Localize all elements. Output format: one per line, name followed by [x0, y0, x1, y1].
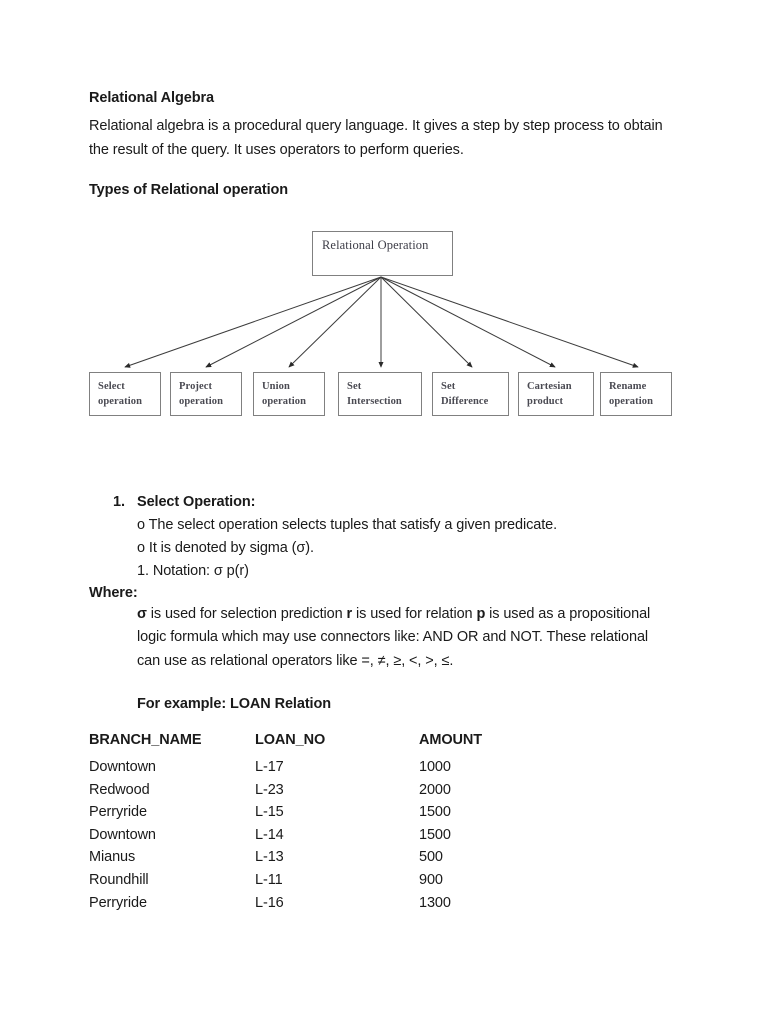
list-marker: 1.	[113, 493, 125, 510]
list-item: 1. Select Operation:	[89, 491, 669, 514]
where-text-1: is used for selection prediction	[146, 605, 347, 622]
cell-branch-name: Roundhill	[89, 872, 149, 889]
cell-branch-name: Perryride	[89, 804, 147, 821]
where-label: Where:	[89, 584, 138, 601]
table-row: Downtown L-14 1500	[89, 824, 569, 847]
table-row: Roundhill L-11 900	[89, 869, 569, 892]
table-row: Perryride L-15 1500	[89, 801, 569, 824]
where-text-3: is used as a propositional logic formula…	[137, 605, 651, 669]
cell-loan-no: L-15	[255, 804, 284, 821]
cell-amount: 2000	[419, 781, 451, 798]
node-line-2: operation	[179, 395, 224, 407]
diagram-node-set-difference: Set Difference	[432, 371, 509, 416]
node-line-1: Union	[262, 380, 290, 392]
table-row: Perryride L-16 1300	[89, 892, 569, 915]
diagram-node-root: Relational Operation	[312, 230, 453, 276]
column-header-loan-no: LOAN_NO	[255, 732, 326, 749]
node-line-1: Select	[98, 380, 125, 392]
diagram-node-select-operation: Select operation	[89, 371, 161, 416]
node-line-1: Set	[347, 380, 362, 392]
intro-paragraph: Relational algebra is a procedural query…	[89, 118, 663, 158]
diagram-node-root-label: Relational Operation	[322, 237, 429, 252]
p-symbol: p	[476, 605, 486, 622]
page-title: Relational Algebra	[89, 90, 214, 106]
list-item: 1. Notation: σ p(r)	[137, 562, 249, 579]
node-line-1: Cartesian	[527, 380, 572, 392]
sigma-symbol: σ	[137, 605, 147, 622]
cell-loan-no: L-13	[255, 849, 284, 866]
cell-amount: 1500	[419, 826, 451, 843]
arrow-to-set-difference	[380, 276, 473, 368]
list-item: o The select operation selects tuples th…	[137, 516, 558, 533]
list-item: o It is denoted by sigma (σ).	[137, 539, 314, 556]
r-symbol: r	[346, 605, 353, 622]
table-row: Mianus L-13 500	[89, 846, 569, 869]
diagram-arrows	[124, 276, 639, 368]
cell-branch-name: Mianus	[89, 849, 136, 866]
select-operation-section: 1. Select Operation: o The select operat…	[89, 491, 669, 914]
diagram-node-union-operation: Union operation	[253, 371, 325, 416]
table-header-row: BRANCH_NAME LOAN_NO AMOUNT	[89, 729, 569, 756]
column-header-amount: AMOUNT	[419, 732, 483, 749]
table-row: Downtown L-17 1000	[89, 756, 569, 779]
arrow-to-union	[288, 276, 382, 368]
node-line-2: operation	[609, 395, 654, 407]
node-line-1: Rename	[609, 380, 647, 392]
node-line-2: Intersection	[347, 395, 402, 407]
diagram-node-rename-operation: Rename operation	[600, 371, 672, 416]
node-line-2: product	[527, 395, 564, 407]
cell-amount: 1000	[419, 758, 451, 775]
cell-branch-name: Perryride	[89, 894, 147, 911]
example-label: For example: LOAN Relation	[137, 696, 331, 713]
column-header-branch-name: BRANCH_NAME	[89, 732, 202, 749]
select-operation-title: Select Operation:	[137, 493, 256, 510]
cell-branch-name: Redwood	[89, 781, 150, 798]
where-text-2: is used for relation	[352, 605, 477, 622]
arrow-to-select	[124, 276, 382, 368]
arrow-to-cartesian-product	[380, 276, 556, 368]
node-line-2: Difference	[441, 395, 489, 407]
node-line-1: Project	[179, 380, 213, 392]
node-line-1: Set	[441, 380, 456, 392]
diagram-node-cartesian-product: Cartesian product	[518, 371, 594, 416]
cell-loan-no: L-11	[255, 872, 283, 889]
cell-loan-no: L-23	[255, 781, 284, 798]
table-row: Redwood L-23 2000	[89, 779, 569, 802]
loan-relation-table: BRANCH_NAME LOAN_NO AMOUNT Downtown L-17…	[89, 729, 569, 914]
diagram-node-project-operation: Project operation	[170, 371, 242, 416]
arrow-to-rename	[380, 276, 639, 368]
cell-loan-no: L-16	[255, 894, 284, 911]
arrow-to-project	[205, 276, 382, 368]
cell-branch-name: Downtown	[89, 758, 156, 775]
cell-amount: 1500	[419, 804, 451, 821]
cell-amount: 1300	[419, 894, 451, 911]
diagram-node-set-intersection: Set Intersection	[338, 371, 422, 416]
cell-loan-no: L-14	[255, 826, 284, 843]
node-line-2: operation	[262, 395, 307, 407]
cell-amount: 900	[419, 872, 443, 889]
node-line-2: operation	[98, 395, 143, 407]
relational-operation-diagram: Relational Operation Select operation Pr…	[89, 228, 672, 428]
where-description: σ is used for selection prediction r is …	[137, 603, 667, 673]
cell-amount: 500	[419, 849, 443, 866]
document-content: Relational Algebra Relational algebra is…	[89, 88, 672, 914]
cell-loan-no: L-17	[255, 758, 284, 775]
section-heading-types: Types of Relational operation	[89, 181, 289, 198]
cell-branch-name: Downtown	[89, 826, 156, 843]
